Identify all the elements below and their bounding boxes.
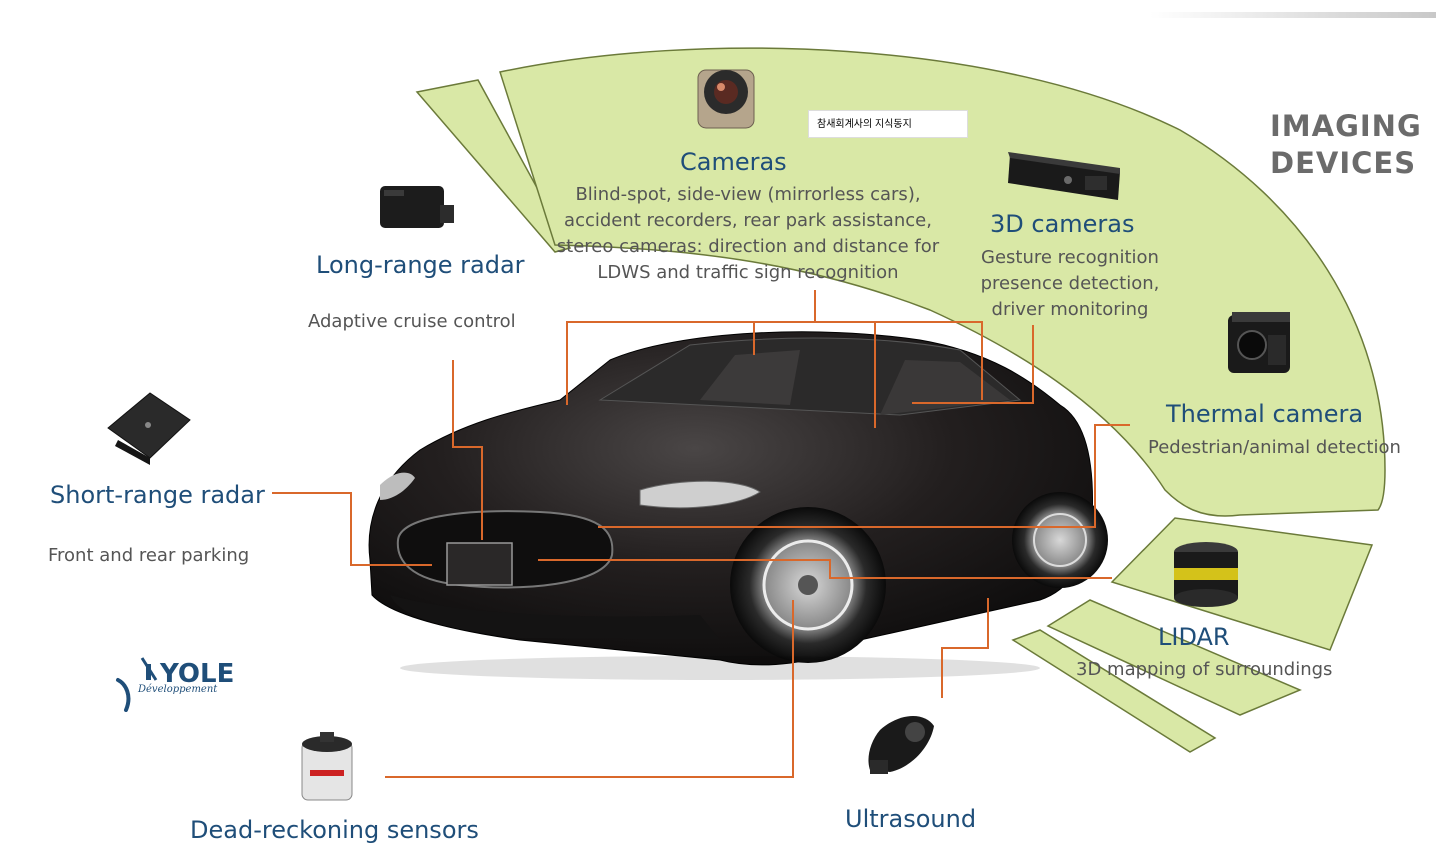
thermal-camera-icon [1228,312,1290,373]
band-strip-left [415,79,572,253]
dead-reckoning-sensor-icon [301,732,353,801]
3d-cameras-description: Gesture recognition presence detection, … [960,245,1180,323]
short-range-radar-title: Short-range radar [50,481,265,509]
logo-wordmark: YOLE [159,659,234,689]
band-strip-lidar-2 [1046,599,1302,716]
ultrasound-sensor-icon [868,715,934,774]
cameras-desc-line: LDWS and traffic sign recognition [597,262,899,283]
3d-cameras-desc-line: presence detection, [980,273,1160,294]
yole-logo: YOLE Développement [112,652,252,712]
short-range-radar-icon [107,392,191,465]
connector-lines [272,290,1130,778]
short-range-radar-description: Front and rear parking [48,545,250,566]
lidar-description: 3D mapping of surroundings [1076,659,1333,680]
thermal-camera-title: Thermal camera [1166,400,1364,428]
cameras-desc-line: accident recorders, rear park assistance… [564,210,932,231]
category-title-line1: IMAGING [1270,109,1422,143]
watermark-text: 참새회계사의 지식동지 [817,119,912,130]
cameras-desc-line: stereo cameras: direction and distance f… [556,236,940,257]
category-title: IMAGING DEVICES [1270,108,1422,182]
long-range-radar-icon [380,186,454,228]
lidar-title: LIDAR [1158,623,1230,651]
camera-module-icon [697,69,755,129]
dead-reckoning-title: Dead-reckoning sensors [190,816,479,844]
ultrasound-title: Ultrasound [845,805,977,833]
lidar-sensor-icon [1174,542,1238,607]
cameras-description: Blind-spot, side-view (mirrorless cars),… [548,182,948,286]
header-rule [1150,12,1436,18]
cameras-desc-line: Blind-spot, side-view (mirrorless cars), [575,184,921,205]
3d-cameras-desc-line: driver monitoring [991,299,1149,320]
3d-camera-bar-icon [1008,152,1120,200]
watermark-label: 참새회계사의 지식동지 [808,110,968,138]
band-strip-lidar-3 [1011,629,1217,753]
logo-subtext: Développement [137,684,218,695]
imaging-band-arc [499,47,1386,517]
long-range-radar-title: Long-range radar [316,251,525,279]
thermal-camera-description: Pedestrian/animal detection [1148,437,1401,458]
long-range-radar-description: Adaptive cruise control [308,311,516,332]
category-title-line2: DEVICES [1270,146,1417,180]
3d-cameras-title: 3D cameras [990,210,1135,238]
cameras-title: Cameras [680,148,787,176]
car-illustration [368,331,1108,680]
3d-cameras-desc-line: Gesture recognition [981,247,1159,268]
